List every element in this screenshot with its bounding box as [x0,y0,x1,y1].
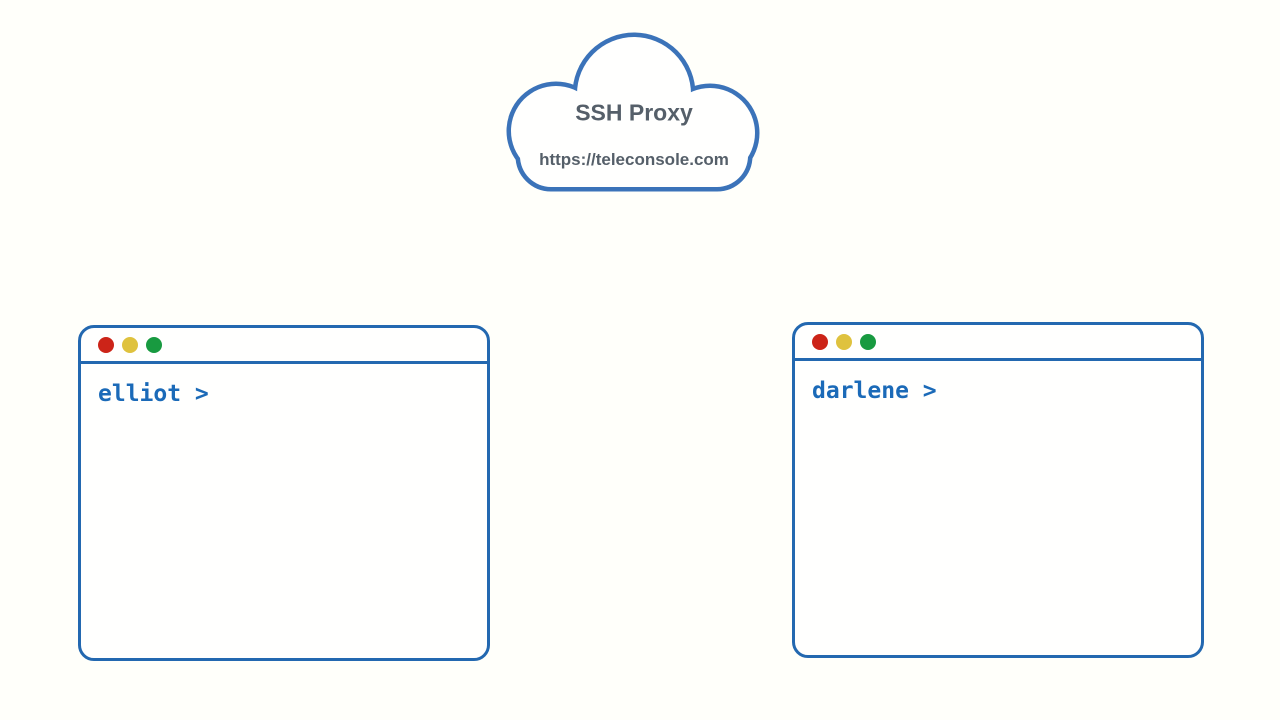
fullscreen-dot-icon [146,336,162,353]
terminal-window-elliot: elliot > [78,325,490,661]
minimize-dot-icon [836,333,852,350]
shell-prompt-darlene: darlene > [812,378,937,404]
fullscreen-dot-icon [860,333,876,350]
terminal-body: elliot > [81,364,487,407]
close-dot-icon [98,336,114,353]
terminal-body: darlene > [795,361,1201,404]
cloud-title: SSH Proxy [575,99,693,126]
shell-prompt-elliot: elliot > [98,381,209,407]
terminal-window-darlene: darlene > [792,322,1204,658]
cloud-shape-icon [506,32,760,192]
minimize-dot-icon [122,336,138,353]
terminal-titlebar [795,325,1201,361]
ssh-proxy-cloud: SSH Proxy https://teleconsole.com [503,30,765,196]
terminal-titlebar [81,328,487,364]
close-dot-icon [812,333,828,350]
cloud-url: https://teleconsole.com [539,150,729,169]
